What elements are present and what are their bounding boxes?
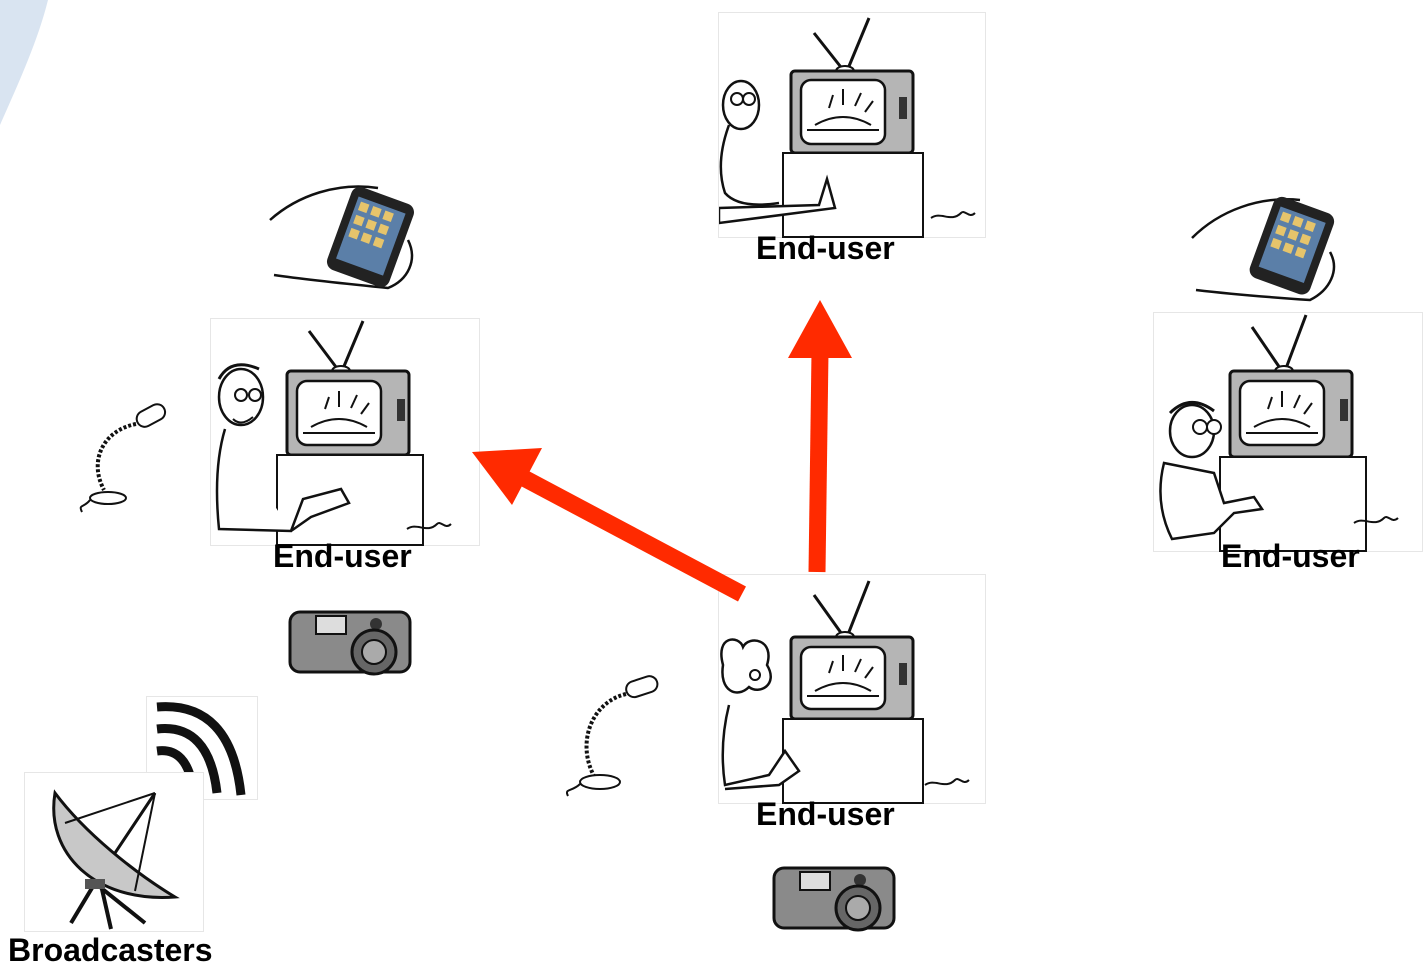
end-user-top-label: End-user (756, 230, 895, 266)
tv-viewer-icon (215, 320, 452, 546)
camera-bottom-icon (772, 866, 896, 932)
end-user-bottom-label: End-user (756, 796, 895, 832)
end-user-right-illustration (1153, 312, 1423, 552)
satellite-dish-icon (52, 789, 180, 930)
satellite-dish-illustration (24, 772, 204, 932)
arrow-bottom-to-left (472, 448, 746, 602)
smartphone-hand-icon (269, 185, 415, 290)
broadcasters-label: Broadcasters (8, 932, 213, 968)
end-user-left-illustration (210, 318, 480, 546)
microphone-left-icon (79, 403, 167, 513)
end-user-left-label: End-user (273, 538, 412, 574)
corner-accent-shape (0, 0, 48, 125)
tv-viewer-icon (720, 580, 970, 804)
tv-viewer-icon (1159, 314, 1399, 552)
end-user-bottom-illustration (718, 574, 986, 804)
camera-left-icon (288, 610, 412, 676)
end-user-top-illustration (718, 12, 986, 238)
end-user-right-label: End-user (1221, 538, 1360, 574)
microphone-bottom-icon (566, 675, 659, 797)
tv-viewer-icon (719, 17, 976, 238)
smartphone-hand-icon (1191, 196, 1336, 302)
arrow-bottom-to-top (788, 300, 852, 573)
